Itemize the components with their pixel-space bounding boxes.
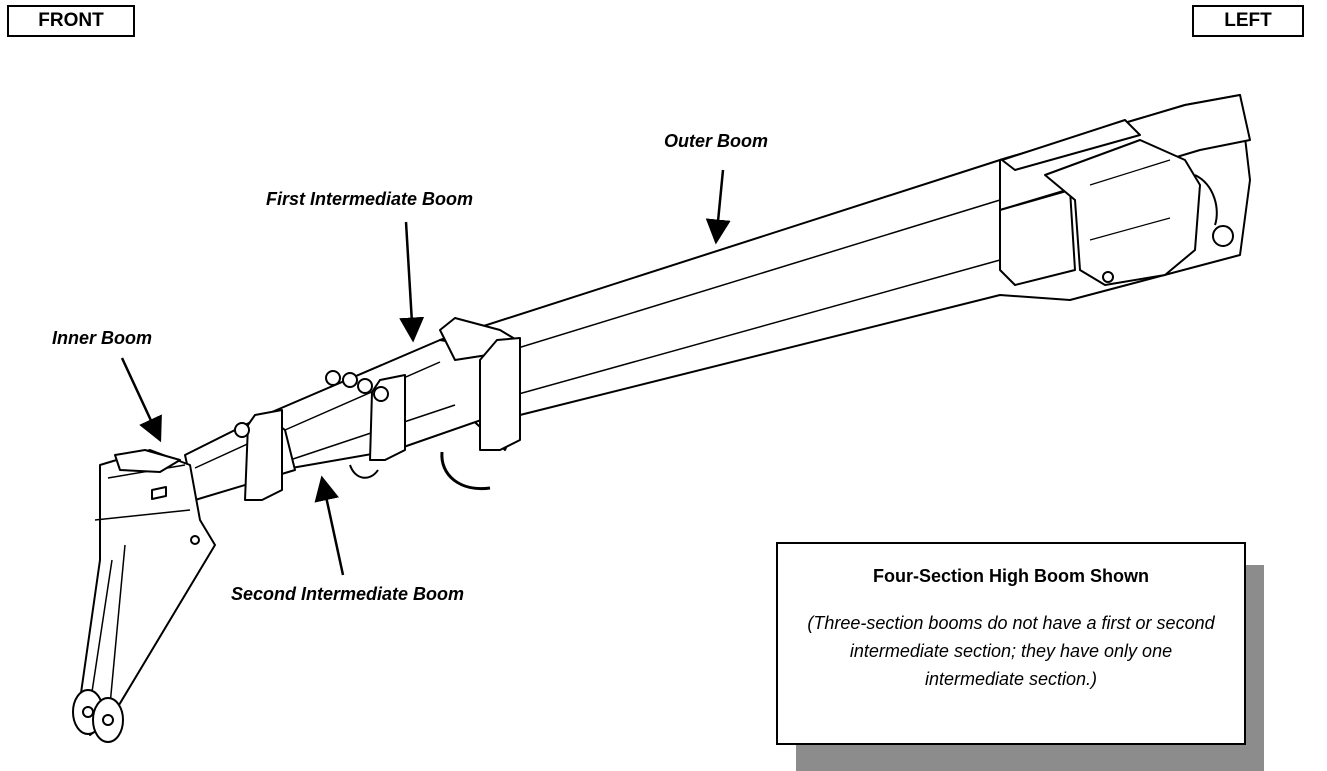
note-body: (Three-section booms do not have a first… <box>807 613 1215 689</box>
note-title: Four-Section High Boom Shown <box>873 566 1149 586</box>
second-intermediate-boom-arrow <box>314 475 345 576</box>
note-box: Four-Section High Boom Shown (Three-sect… <box>776 542 1246 745</box>
left-view-tag: LEFT <box>1192 5 1304 37</box>
inner-boom-label: Inner Boom <box>52 328 153 348</box>
front-view-tag: FRONT <box>7 5 135 37</box>
outer-boom-label: Outer Boom <box>664 131 769 151</box>
inner-boom-arrow <box>120 357 162 443</box>
outer-boom-section <box>439 94 1251 451</box>
inner-boom-section <box>72 449 216 743</box>
first-intermediate-boom-label: First Intermediate Boom <box>266 189 474 209</box>
outer-boom-arrow <box>705 169 731 245</box>
second-intermediate-boom-label: Second Intermediate Boom <box>231 584 465 604</box>
first-intermediate-boom-arrow <box>399 221 425 343</box>
